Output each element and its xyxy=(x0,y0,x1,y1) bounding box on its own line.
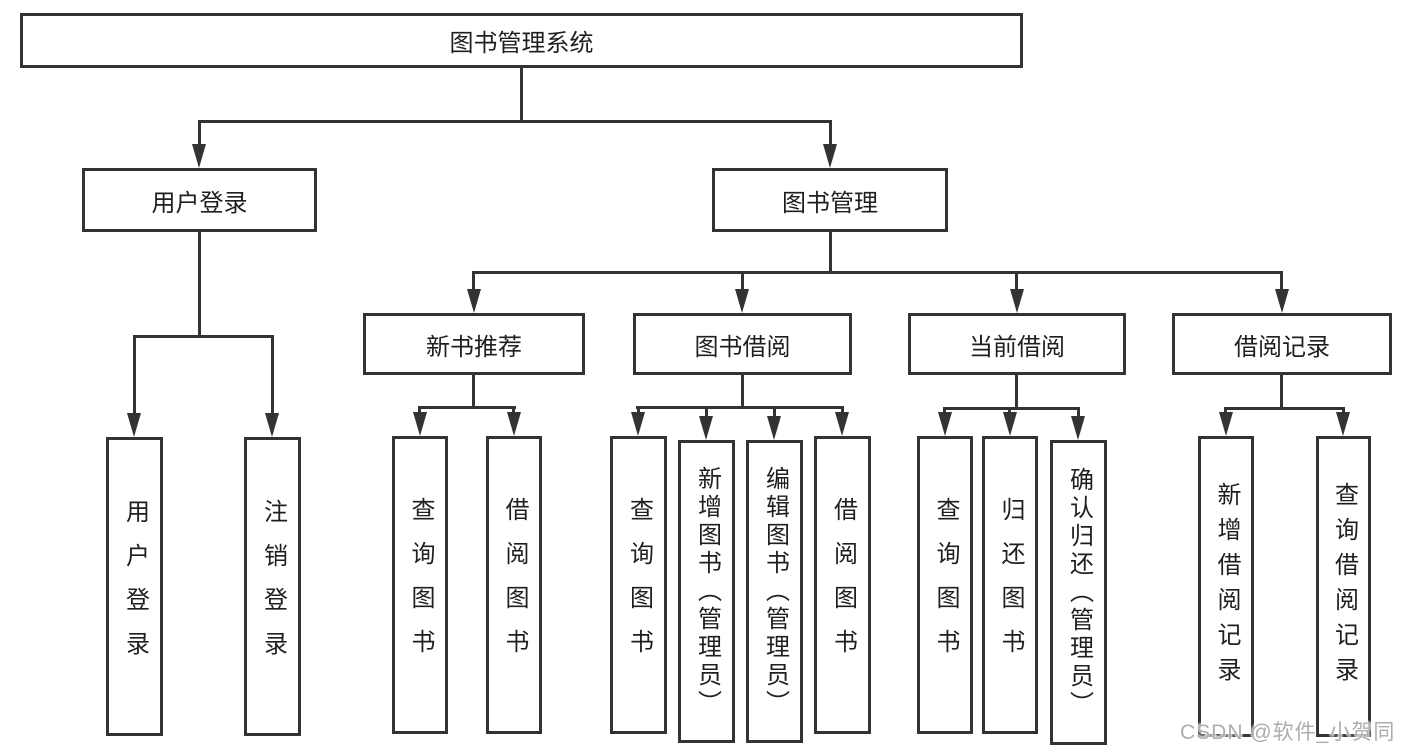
node-label: 用户登录 xyxy=(151,189,248,217)
leaf-label: 借阅图书 xyxy=(501,497,528,673)
node-label: 新书推荐 xyxy=(426,333,522,361)
connector-line xyxy=(741,375,744,406)
leaf-query-books-borrow: 查询图书 xyxy=(610,436,667,734)
connector-line xyxy=(133,335,136,413)
arrow-down-icon xyxy=(127,413,141,437)
connector-line xyxy=(472,375,475,406)
leaf-label: 新增图书（管理员） xyxy=(693,465,721,718)
connector-line xyxy=(198,120,201,146)
connector-line xyxy=(418,406,421,414)
node-book-borrowing: 图书借阅 xyxy=(633,313,852,375)
arrow-down-icon xyxy=(735,289,749,313)
leaf-borrow-books: 借阅图书 xyxy=(814,436,871,734)
connector-line xyxy=(1224,407,1345,410)
connector-line xyxy=(943,407,1079,410)
connector-line xyxy=(133,335,274,338)
connector-line xyxy=(198,232,201,335)
arrow-down-icon xyxy=(823,144,837,168)
connector-line xyxy=(705,406,708,418)
node-label: 图书管理系统 xyxy=(449,30,594,57)
connector-line xyxy=(841,406,844,414)
connector-line xyxy=(472,271,1283,274)
connector-line xyxy=(1224,407,1227,414)
arrow-down-icon xyxy=(413,412,427,436)
connector-line xyxy=(1280,271,1283,291)
leaf-query-books-current: 查询图书 xyxy=(917,436,973,734)
node-label: 借阅记录 xyxy=(1234,333,1330,361)
arrow-down-icon xyxy=(631,412,645,436)
connector-line xyxy=(1280,375,1283,407)
node-book-management: 图书管理 xyxy=(712,168,948,232)
arrow-down-icon xyxy=(1219,412,1233,436)
arrow-down-icon xyxy=(265,413,279,437)
connector-line xyxy=(1015,271,1018,291)
arrow-down-icon xyxy=(699,416,713,440)
leaf-edit-books-admin: 编辑图书（管理员） xyxy=(746,440,803,743)
leaf-label: 注销登录 xyxy=(259,498,287,675)
leaf-add-books-admin: 新增图书（管理员） xyxy=(678,440,735,743)
leaf-label: 确认归还（管理员） xyxy=(1065,466,1093,719)
connector-line xyxy=(198,120,832,123)
arrow-down-icon xyxy=(1071,416,1085,440)
leaf-label: 查询图书 xyxy=(932,497,959,673)
leaf-user-login: 用户登录 xyxy=(106,437,163,736)
arrow-down-icon xyxy=(767,416,781,440)
arrow-down-icon xyxy=(1010,289,1024,313)
node-label: 当前借阅 xyxy=(969,333,1065,361)
leaf-query-borrow-record: 查询借阅记录 xyxy=(1316,436,1371,737)
leaf-label: 查询借阅记录 xyxy=(1330,481,1358,692)
connector-line xyxy=(773,406,776,418)
connector-line xyxy=(829,232,832,271)
arrow-down-icon xyxy=(467,289,481,313)
node-new-book-recommend: 新书推荐 xyxy=(363,313,585,375)
connector-line xyxy=(829,120,832,146)
arrow-down-icon xyxy=(938,412,952,436)
leaf-label: 查询图书 xyxy=(407,497,434,673)
connector-line xyxy=(637,406,640,414)
arrow-down-icon xyxy=(835,412,849,436)
leaf-label: 用户登录 xyxy=(121,498,149,675)
leaf-logout: 注销登录 xyxy=(244,437,301,736)
arrow-down-icon xyxy=(1003,412,1017,436)
connector-line xyxy=(271,335,274,413)
leaf-borrow-books-recommend: 借阅图书 xyxy=(486,436,542,734)
leaf-label: 新增借阅记录 xyxy=(1213,481,1240,692)
leaf-label: 编辑图书（管理员） xyxy=(761,465,789,718)
connector-line xyxy=(1342,407,1345,414)
node-borrow-records: 借阅记录 xyxy=(1172,313,1392,375)
arrow-down-icon xyxy=(1275,289,1289,313)
node-label: 图书借阅 xyxy=(694,333,791,361)
leaf-return-books: 归还图书 xyxy=(982,436,1038,734)
leaf-label: 借阅图书 xyxy=(829,497,857,673)
arrow-down-icon xyxy=(1336,412,1350,436)
connector-line xyxy=(636,406,844,409)
connector-line xyxy=(1077,407,1080,418)
leaf-confirm-return-admin: 确认归还（管理员） xyxy=(1050,440,1107,745)
leaf-label: 归还图书 xyxy=(997,497,1024,673)
node-library-system: 图书管理系统 xyxy=(20,13,1023,68)
connector-line xyxy=(512,406,515,414)
connector-line xyxy=(1015,375,1018,407)
connector-line xyxy=(418,406,516,409)
connector-line xyxy=(472,271,475,291)
connector-line xyxy=(1008,407,1011,414)
leaf-add-borrow-record: 新增借阅记录 xyxy=(1198,436,1254,737)
csdn-watermark: CSDN @软件_小贺同学 xyxy=(1180,721,1396,744)
leaf-label: 查询图书 xyxy=(625,497,653,673)
connector-line xyxy=(520,68,523,120)
leaf-query-books-recommend: 查询图书 xyxy=(392,436,448,734)
node-label: 图书管理 xyxy=(782,189,878,217)
arrow-down-icon xyxy=(507,412,521,436)
connector-line xyxy=(943,407,946,414)
node-current-borrowing: 当前借阅 xyxy=(908,313,1126,375)
arrow-down-icon xyxy=(192,144,206,168)
connector-line xyxy=(741,271,744,291)
node-user-login: 用户登录 xyxy=(82,168,317,232)
